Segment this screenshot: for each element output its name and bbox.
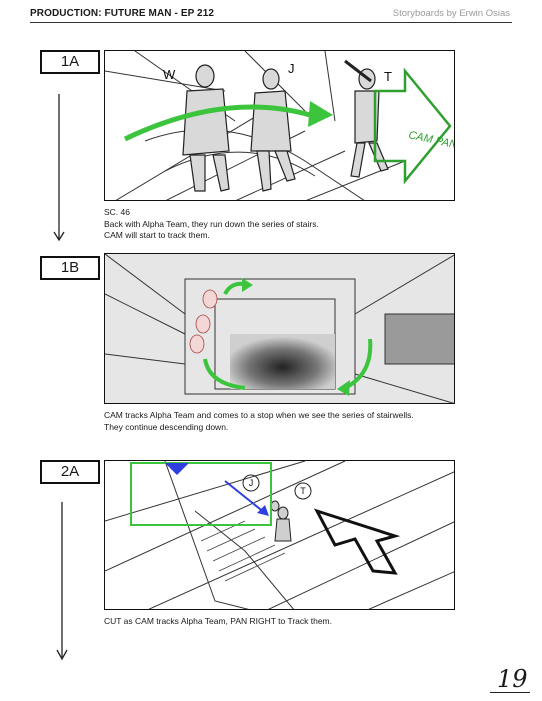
page-header: PRODUCTION: FUTURE MAN - EP 212 Storyboa… [30, 8, 510, 24]
shot-label-2a: 2A [40, 460, 100, 484]
continuity-arrow-2 [56, 502, 68, 661]
character-letter-t: T [384, 69, 392, 84]
storyboard-credit: Storyboards by Erwin Osias [392, 8, 510, 19]
storyboard-panel-2a: J T [104, 460, 455, 610]
shot-label-1a: 1A [40, 50, 100, 74]
storyboard-panel-1a: W J T CAM PAN [104, 50, 455, 201]
page-number: 19 [497, 665, 528, 693]
continuity-arrow-1 [53, 94, 65, 242]
caption-2a: CUT as CAM tracks Alpha Team, PAN RIGHT … [104, 616, 332, 626]
production-title: PRODUCTION: FUTURE MAN - EP 212 [30, 8, 215, 19]
character-letter-w: W [163, 67, 176, 82]
character-letter-j: J [249, 478, 254, 488]
character-letter-t: T [300, 486, 306, 496]
character-letter-j: J [288, 61, 295, 76]
caption-1b: CAM tracks Alpha Team and comes to a sto… [104, 410, 414, 432]
caption-1a: SC. 46 Back with Alpha Team, they run do… [104, 207, 319, 240]
shot-label-1b: 1B [40, 256, 100, 280]
header-rule [30, 22, 512, 23]
storyboard-panel-1b [104, 253, 455, 404]
page-number-rule [490, 692, 530, 693]
